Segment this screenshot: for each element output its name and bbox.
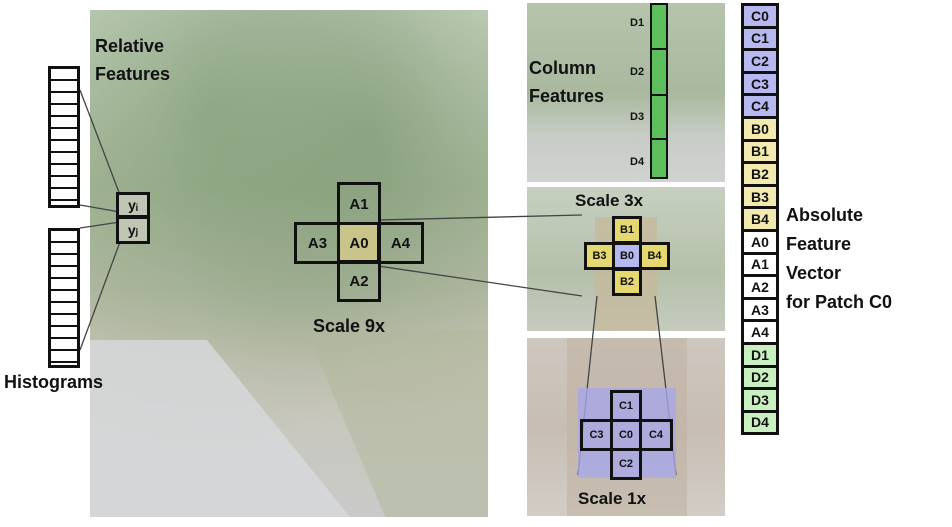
yj-label: yⱼ bbox=[127, 221, 139, 238]
relative-features-label-line1: Relative bbox=[95, 36, 165, 56]
column-features-label-line1: Column bbox=[529, 58, 596, 78]
patch-c1: C1 bbox=[610, 390, 642, 422]
hist-line-bottom-b bbox=[79, 241, 121, 351]
patch-c2-label: C2 bbox=[618, 458, 634, 470]
column-d1-label: D1 bbox=[630, 17, 645, 29]
column-features-label-line2: Features bbox=[529, 86, 605, 106]
patch-b2-label: B2 bbox=[619, 276, 635, 288]
patch-a0: A0 bbox=[337, 222, 381, 264]
patch-a3: A3 bbox=[294, 222, 341, 264]
scale-9x-label: Scale 9x bbox=[313, 316, 386, 336]
scale-3x-label: Scale 3x bbox=[575, 191, 644, 210]
yj-box: yⱼ bbox=[116, 216, 150, 244]
a-to-b-line-bottom bbox=[377, 265, 583, 297]
patch-a2: A2 bbox=[337, 260, 381, 302]
hist-line-top-a bbox=[79, 89, 121, 196]
histogram-bottom bbox=[48, 228, 80, 368]
patch-a0-label: A0 bbox=[349, 234, 369, 252]
patch-c0: C0 bbox=[610, 419, 642, 451]
patch-b4: B4 bbox=[639, 242, 670, 270]
histogram-top bbox=[48, 66, 80, 208]
column-photo bbox=[527, 3, 725, 182]
patch-b1: B1 bbox=[612, 216, 642, 244]
vector-cell-b1: B1 bbox=[741, 138, 779, 165]
patch-c2: C2 bbox=[610, 448, 642, 480]
column-d3-label: D3 bbox=[630, 111, 645, 123]
patch-b4-label: B4 bbox=[647, 250, 662, 262]
patch-c3: C3 bbox=[580, 419, 613, 451]
yi-label: yᵢ bbox=[128, 197, 138, 213]
vector-cell-d1: D1 bbox=[741, 341, 779, 368]
patch-a1-label: A1 bbox=[349, 195, 369, 213]
vector-cell-c4: C4 bbox=[741, 93, 779, 119]
patch-a1: A1 bbox=[337, 182, 381, 226]
patch-c4-label: C4 bbox=[648, 429, 664, 441]
absolute-label-line4: for Patch C0 bbox=[786, 292, 893, 312]
patch-a4: A4 bbox=[377, 222, 424, 264]
histograms-label: Histograms bbox=[4, 372, 104, 392]
patch-a3-label: A3 bbox=[307, 234, 328, 252]
vector-cell-a0: A0 bbox=[741, 228, 779, 255]
patch-b1-label: B1 bbox=[619, 224, 635, 236]
absolute-label-line2: Feature bbox=[786, 234, 852, 254]
patch-c4: C4 bbox=[639, 419, 673, 451]
vector-cell-a3: A3 bbox=[741, 296, 779, 323]
patch-c0-label: C0 bbox=[618, 429, 634, 441]
relative-features-label-line2: Features bbox=[95, 64, 171, 84]
hist-line-bottom-a bbox=[79, 221, 121, 229]
patch-b0-label: B0 bbox=[619, 250, 635, 262]
patch-b3: B3 bbox=[584, 242, 615, 270]
column-strip bbox=[650, 3, 668, 179]
patch-c-highlight bbox=[578, 388, 676, 478]
hist-line-top-b bbox=[79, 204, 121, 213]
patch-b3-label: B3 bbox=[592, 250, 607, 262]
yi-box: yᵢ bbox=[116, 192, 150, 218]
patch-c1-label: C1 bbox=[618, 400, 634, 412]
absolute-label-line3: Vector bbox=[786, 263, 842, 283]
patch-a4-label: A4 bbox=[390, 234, 411, 252]
absolute-label-line1: Absolute bbox=[786, 205, 864, 225]
patch-c3-label: C3 bbox=[589, 429, 604, 441]
vector-cell-d4: D4 bbox=[741, 409, 779, 436]
patch-b2: B2 bbox=[612, 268, 642, 296]
vector-cell-a1: A1 bbox=[741, 251, 779, 278]
scale-1x-label: Scale 1x bbox=[578, 489, 647, 508]
patch-a2-label: A2 bbox=[349, 272, 369, 290]
column-d4-label: D4 bbox=[630, 156, 645, 168]
a-to-b-line-top bbox=[377, 214, 583, 221]
column-d2-label: D2 bbox=[630, 66, 645, 78]
patch-b0: B0 bbox=[612, 242, 642, 270]
vector-cell-a4: A4 bbox=[741, 319, 779, 345]
